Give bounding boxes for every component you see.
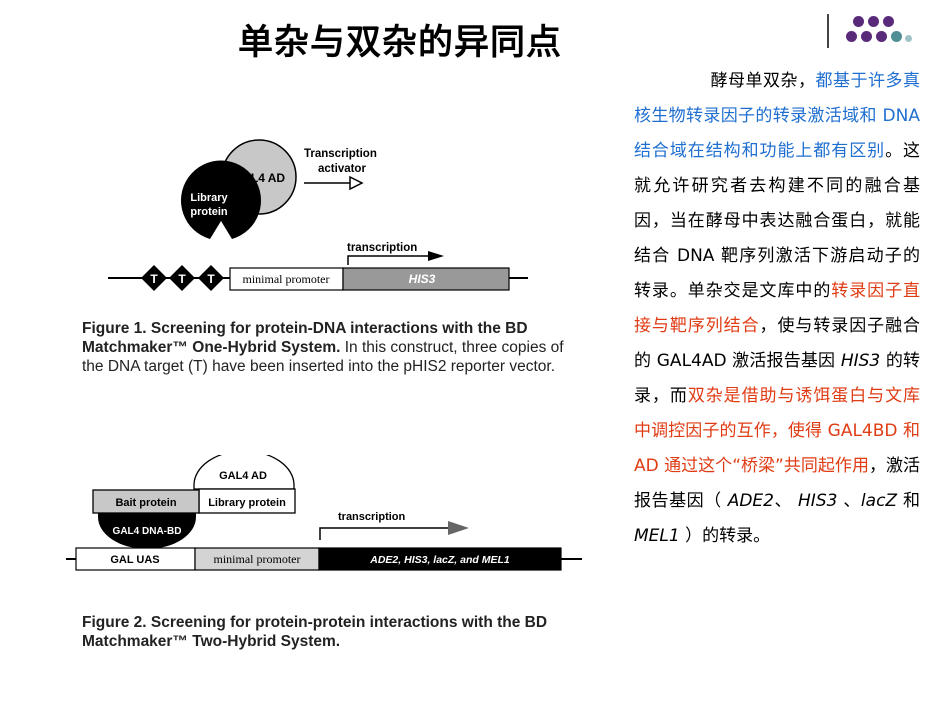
body-text: 酵母单双杂，都基于许多真核生物转录因子的转录激活域和 DNA 结合域在结构和功能… [634, 71, 921, 546]
fig2-library-label: Library protein [208, 497, 286, 509]
figure1-caption: Figure 1. Screening for protein-DNA inte… [82, 320, 564, 375]
library-label-1: Library [190, 192, 228, 204]
transcription-arrow-1 [428, 251, 444, 261]
fig2-bait-label: Bait protein [115, 497, 176, 509]
fig2-uas-label: GAL UAS [110, 554, 159, 566]
fig2-promoter-label: minimal promoter [214, 552, 301, 566]
decorative-dots [843, 16, 915, 52]
reporters-box [318, 547, 562, 571]
figure2-caption: Figure 2. Screening for protein-protein … [82, 614, 548, 650]
title-divider [827, 14, 829, 48]
svg-text:T: T [207, 272, 215, 286]
activator-label-1: Transcription [304, 148, 377, 160]
library-label-2: protein [190, 206, 228, 218]
fig2-reporters-label: ADE2, HIS3, lacZ, and MEL1 [369, 554, 510, 566]
svg-text:T: T [150, 272, 158, 286]
minimal-promoter-label: minimal promoter [243, 272, 330, 286]
fig2-gal4ad-label: GAL4 AD [219, 470, 267, 482]
svg-text:T: T [178, 272, 186, 286]
figure1-diagram: GAL4 AD Library protein Transcription ac… [108, 139, 528, 291]
dna-bd-shape [98, 513, 196, 549]
activator-label-2: activator [318, 163, 366, 175]
gal4-ad-dome [193, 455, 295, 490]
dna-target-diamonds: T T T [141, 265, 224, 291]
figure2-diagram: GAL4 AD Library protein Bait protein GAL… [66, 455, 582, 571]
transcription-label-1: transcription [347, 242, 417, 254]
transcription-arrow-2 [448, 521, 469, 535]
his3-box [342, 267, 510, 291]
fig2-dnabd-label: GAL4 DNA-BD [113, 526, 182, 537]
transcription-label-2: transcription [338, 511, 406, 523]
library-protein-box [198, 488, 296, 514]
his3-label: HIS3 [409, 272, 436, 286]
slide-title: 单杂与双杂的异同点 [238, 23, 563, 63]
activator-arrow [349, 175, 364, 191]
library-protein-shape [181, 160, 261, 239]
